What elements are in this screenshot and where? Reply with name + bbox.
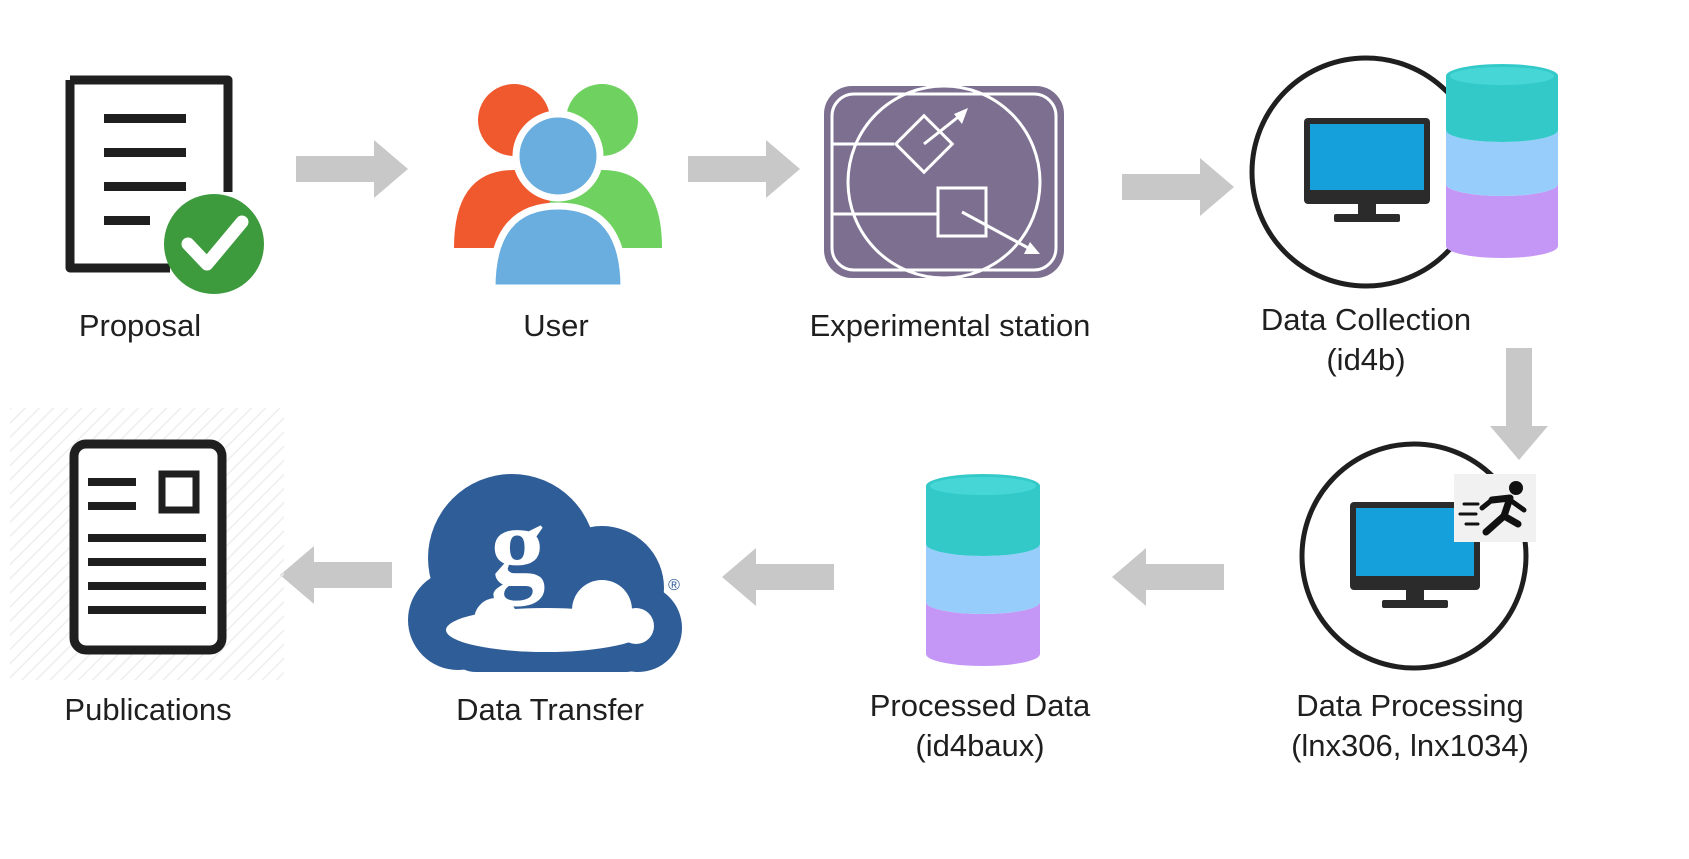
arrow-down-icon [1490,348,1548,460]
globus-logo-letter: g [491,484,546,606]
data-processing-label: Data Processing (lnx306, lnx1034) [1264,686,1556,766]
data-collection-name: Data Collection [1260,302,1472,337]
arrow-left-icon [1112,548,1224,606]
data-collection-host: (id4b) [1326,342,1406,377]
experimental-station-label: Experimental station [809,308,1091,343]
arrow-right-icon [296,140,408,198]
arrow-left-icon [280,546,392,604]
arrow-right-icon [1122,158,1234,216]
publications-icon [10,408,284,680]
data-processing-hosts: (lnx306, lnx1034) [1291,728,1529,763]
data-collection-label: Data Collection (id4b) [1246,300,1486,380]
data-transfer-label: Data Transfer [456,692,644,727]
proposal-label: Proposal [78,308,202,343]
arrow-right-icon [688,140,800,198]
globus-cloud-icon: g ® [408,474,682,672]
processed-data-name: Processed Data [869,688,1091,723]
processed-data-label: Processed Data (id4baux) [850,686,1110,766]
processed-data-host: (id4baux) [915,728,1045,763]
experimental-station-icon [824,84,1064,280]
user-group-icon [454,84,662,292]
running-person-icon [1458,481,1527,536]
registered-mark: ® [668,577,680,594]
data-processing-icon [1299,441,1536,671]
data-processing-name: Data Processing [1296,688,1524,723]
processed-data-icon [926,474,1040,666]
data-collection-icon [1249,55,1558,289]
user-label: User [523,308,589,343]
publications-label: Publications [64,692,232,727]
arrow-left-icon [722,548,834,606]
proposal-icon [65,75,264,294]
